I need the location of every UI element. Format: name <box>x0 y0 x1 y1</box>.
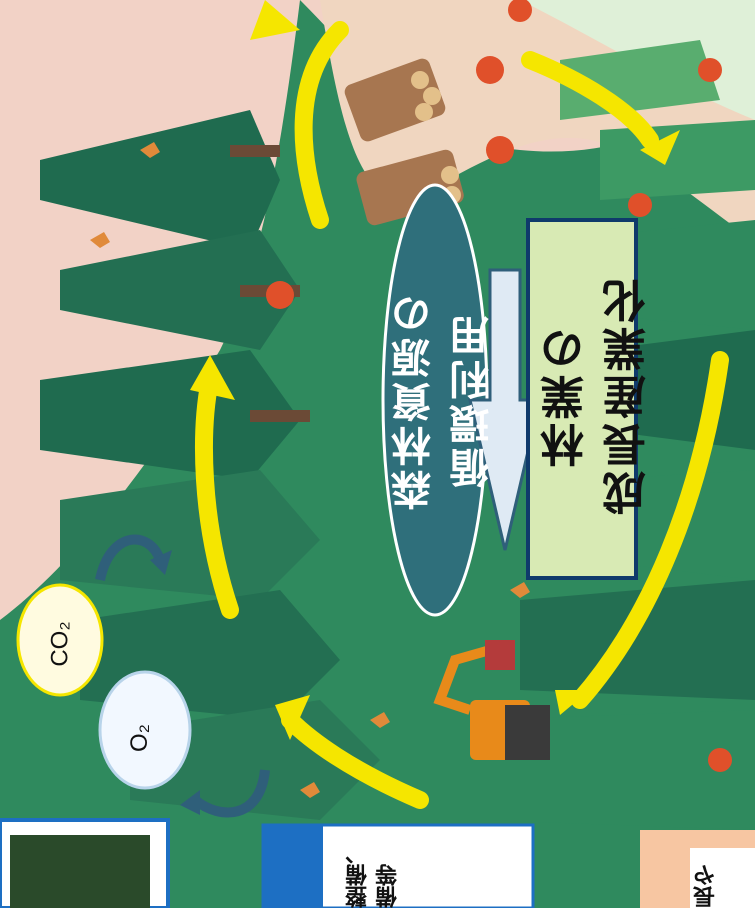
left-photo <box>10 835 150 908</box>
growth-box-line1: 林業の <box>541 323 592 467</box>
worker-icon <box>266 0 732 772</box>
cycle-pill-text: 森林資源の 循環利用 <box>386 240 502 560</box>
excavator-icon <box>433 640 550 760</box>
cycle-pill-line1: 森林資源の <box>392 290 438 510</box>
right-panel-text: 長や <box>694 864 719 908</box>
cycle-arrows <box>195 21 729 809</box>
o2-label: O₂ <box>125 724 153 752</box>
transition-arrow <box>468 268 542 551</box>
o2-cloud <box>98 670 192 790</box>
middle-panel-text: 整備、備等 <box>346 842 401 908</box>
growth-box <box>526 218 638 580</box>
growth-box-line2: 成長産業化 <box>603 275 654 515</box>
arrow-heads <box>190 0 680 740</box>
cycle-arrow-icon <box>180 790 200 815</box>
tree-icon <box>40 110 380 820</box>
growth-box-text: 林業の 成長産業化 <box>536 230 660 560</box>
cycle-arrow-icon <box>191 769 270 818</box>
middle-panel-bar <box>263 825 323 908</box>
co2-label: CO₂ <box>46 621 74 667</box>
cycle-arrow-icon <box>95 534 165 582</box>
bird-icon <box>90 142 530 798</box>
cycle-arrow-icon <box>150 550 172 575</box>
right-panel-inner <box>690 848 755 908</box>
cycle-pill-line2: 循環利用 <box>450 312 496 488</box>
co2-cloud <box>16 583 104 697</box>
